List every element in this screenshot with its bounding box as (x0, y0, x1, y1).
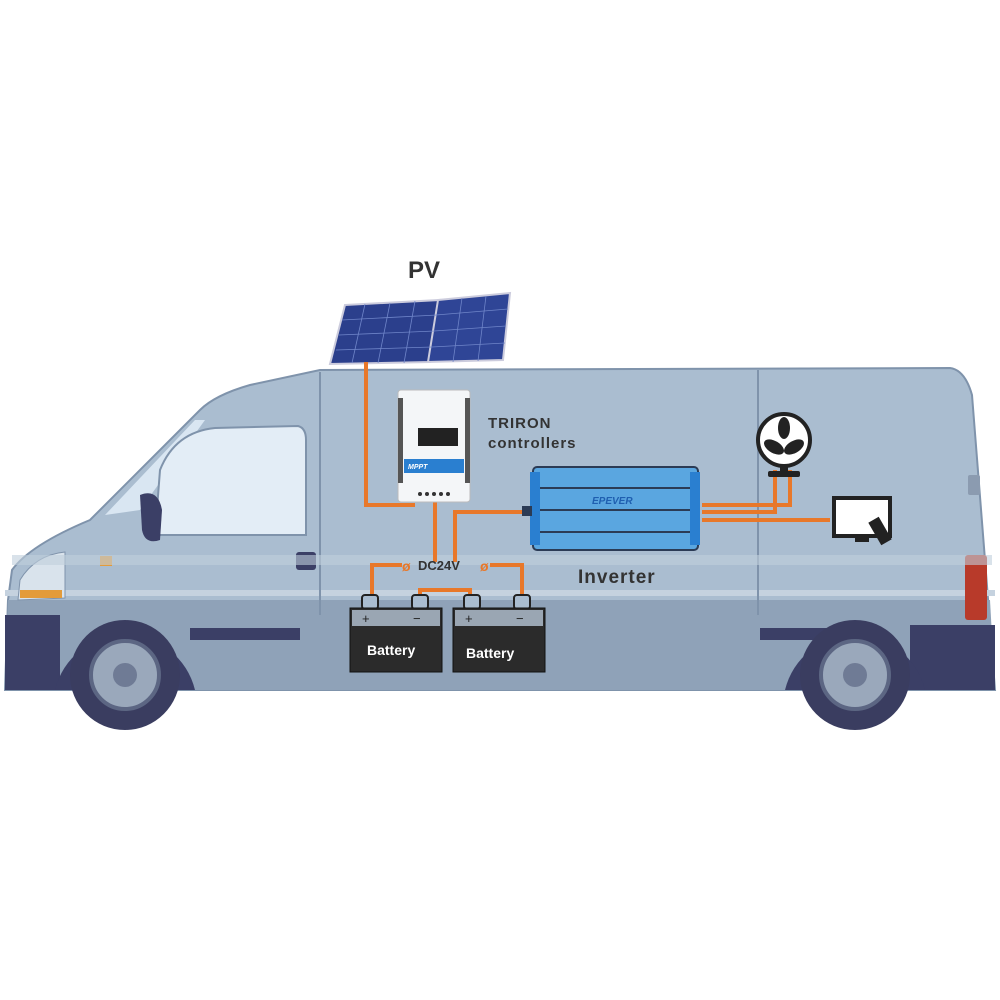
inverter-label: Inverter (578, 567, 656, 588)
minus-terminal: − (516, 611, 524, 626)
wiring (364, 362, 830, 605)
rear-bumper (910, 625, 995, 690)
controller-display (418, 428, 458, 446)
fan-icon (756, 412, 812, 477)
battery-2: + − Battery (452, 594, 546, 673)
front-bumper (5, 615, 60, 690)
pv-label: PV (408, 257, 440, 284)
side-mirror (140, 493, 162, 542)
solar-panel-2 (426, 291, 512, 364)
tail-light (965, 555, 987, 620)
side-window (153, 424, 307, 536)
battery-label: Battery (466, 645, 514, 661)
controller-label-line2: controllers (488, 435, 577, 452)
controller-label-line1: TRIRON (488, 415, 552, 432)
solar-panel-1 (328, 298, 442, 366)
inverter-brand: EPEVER (592, 496, 633, 507)
controller-badge: MPPT (408, 464, 428, 471)
minus-terminal: − (413, 611, 421, 626)
dc-voltage-label: DC24V (418, 558, 460, 573)
fuse-icon: ø (402, 558, 411, 574)
plus-terminal: + (465, 611, 473, 626)
rear-wheel (800, 620, 910, 730)
solar-panels (328, 291, 512, 366)
tv-icon (832, 496, 892, 546)
battery-1: + − Battery (349, 594, 443, 673)
fuse-icon: ø (480, 558, 489, 574)
battery-label: Battery (367, 642, 415, 658)
plus-terminal: + (362, 611, 370, 626)
triron-controller: MPPT (397, 389, 471, 503)
remote-icon (868, 516, 892, 546)
inverter: EPEVER (522, 466, 700, 551)
front-wheel (70, 620, 180, 730)
